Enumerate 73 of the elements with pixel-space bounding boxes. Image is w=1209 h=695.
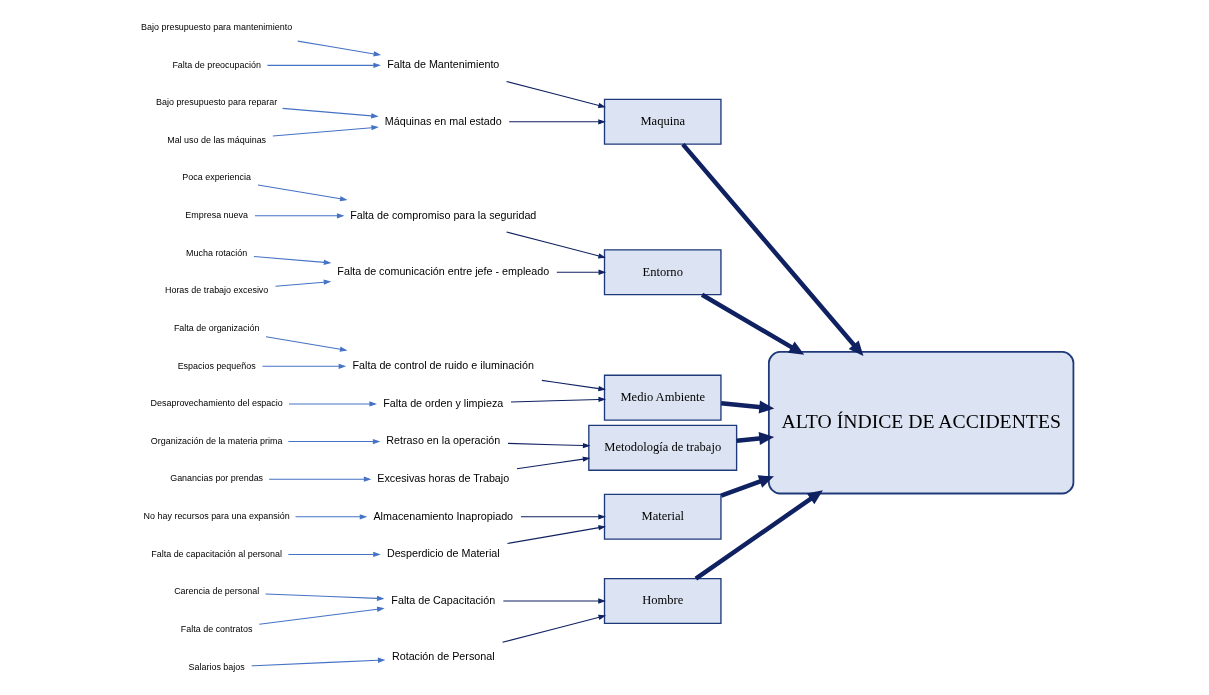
arrow xyxy=(502,598,606,604)
arrow xyxy=(541,379,606,392)
arrow xyxy=(251,657,386,667)
arrow xyxy=(272,125,379,137)
arrow xyxy=(287,551,381,558)
arrow xyxy=(288,401,377,407)
arrow xyxy=(297,40,382,57)
node-text: Organización de la materia prima xyxy=(150,435,283,446)
arrow xyxy=(694,490,823,581)
node-text: Retraso en la operación xyxy=(386,434,501,447)
arrow xyxy=(508,119,606,125)
arrow xyxy=(274,279,332,287)
node-text: Espacios pequeños xyxy=(177,360,256,371)
node-text: Falta de organización xyxy=(173,322,260,333)
arrow xyxy=(506,231,606,259)
arrow xyxy=(253,255,332,265)
node-box: Material xyxy=(603,493,722,540)
arrow xyxy=(516,456,591,470)
node-text: No hay recursos para una expansión xyxy=(143,511,290,522)
arrow xyxy=(501,614,607,643)
arrow xyxy=(721,400,775,414)
node-text: Rotación de Personal xyxy=(391,650,495,663)
node-text: Bajo presupuesto para mantenimiento xyxy=(141,21,293,32)
node-text: Falta de comunicación entre jefe - empleado xyxy=(337,265,550,278)
arrow xyxy=(700,292,805,355)
node-box: Maquina xyxy=(603,98,722,145)
arrow xyxy=(556,269,607,275)
node-text: Falta de Mantenimiento xyxy=(387,58,500,71)
arrow xyxy=(254,213,345,219)
arrow xyxy=(268,476,372,482)
arrow xyxy=(506,80,606,108)
arrow xyxy=(506,525,606,545)
arrow xyxy=(266,62,381,68)
arrow xyxy=(736,431,775,445)
node-text: Falta de contratos xyxy=(180,623,253,634)
arrow xyxy=(264,593,385,602)
arrow xyxy=(257,184,348,202)
arrow xyxy=(265,336,348,352)
node-box: Medio Ambiente xyxy=(603,374,722,421)
node-text: Bajo presupuesto para reparar xyxy=(156,97,278,108)
arrow xyxy=(258,606,385,625)
node-text: Falta de Capacitación xyxy=(391,593,496,606)
arrow xyxy=(520,514,606,520)
node-text: Salarios bajos xyxy=(188,661,245,672)
node-text: Falta de preocupación xyxy=(172,59,261,70)
arrow xyxy=(287,438,381,445)
node-text: Falta de capacitación al personal xyxy=(151,548,282,559)
node-box: Metodología de trabajo xyxy=(588,424,738,471)
node-text: Almacenamiento Inapropiado xyxy=(373,509,514,522)
arrow xyxy=(681,142,864,357)
node-text: Falta de compromiso para la seguridad xyxy=(350,208,537,221)
node-text: Máquinas en mal estado xyxy=(384,114,502,127)
node-text: Desperdicio de Material xyxy=(386,547,500,560)
arrow xyxy=(510,396,606,403)
node-text: Mucha rotación xyxy=(186,247,248,258)
node-text: Falta de orden y limpieza xyxy=(383,396,504,409)
arrow xyxy=(282,107,379,119)
node-text: Excesivas horas de Trabajo xyxy=(377,471,510,484)
node-text: Poca experiencia xyxy=(182,172,251,183)
node-box: Hombre xyxy=(603,577,722,625)
arrow xyxy=(295,514,368,520)
node-text: Empresa nueva xyxy=(185,210,248,221)
arrow xyxy=(720,475,774,498)
node-text: Horas de trabajo excesivo xyxy=(164,285,269,296)
node-text: Falta de control de ruido e iluminación xyxy=(352,359,534,372)
node-text: Ganancias por prendas xyxy=(170,473,264,484)
node-box: ALTO ÍNDICE DE ACCIDENTES xyxy=(767,351,1075,495)
node-text: Mal uso de las máquinas xyxy=(167,134,267,145)
arrow xyxy=(261,363,347,369)
node-box: Entorno xyxy=(603,249,722,296)
node-text: Carencia de personal xyxy=(174,586,260,597)
arrow xyxy=(507,442,591,449)
node-text: Desaprovechamiento del espacio xyxy=(150,398,283,409)
